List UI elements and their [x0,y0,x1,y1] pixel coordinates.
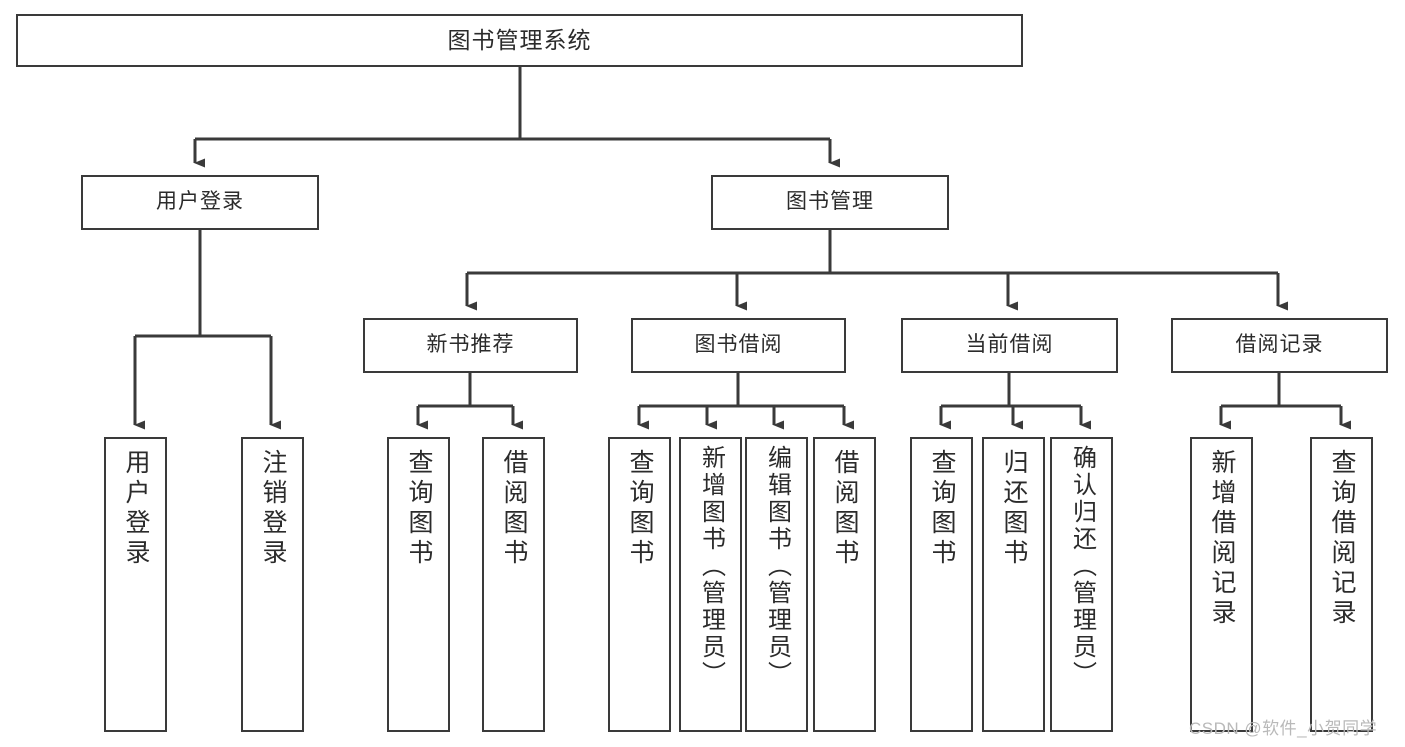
leaf-node-logout[interactable]: 注销登录 [241,437,304,732]
node-book-borrowing[interactable]: 图书借阅 [631,318,846,373]
node-label: 图书管理系统 [447,26,592,53]
node-root-book-management-system[interactable]: 图书管理系统 [16,14,1023,67]
node-label: 借阅记录 [1235,333,1324,357]
node-new-book-recommendation[interactable]: 新书推荐 [363,318,578,373]
leaf-node-query-books-borrow[interactable]: 查询图书 [608,437,671,732]
leaf-node-query-books-current[interactable]: 查询图书 [910,437,973,732]
leaf-node-borrow-books-rec[interactable]: 借阅图书 [482,437,545,732]
leaf-node-confirm-return-admin[interactable]: 确认归还（管理员） [1050,437,1113,732]
node-label: 用户登录 [122,449,150,569]
node-current-borrowing[interactable]: 当前借阅 [901,318,1118,373]
node-label: 当前借阅 [965,333,1054,357]
csdn-watermark: CSDN @软件_小贺同学 [1189,719,1378,738]
leaf-node-user-login[interactable]: 用户登录 [104,437,167,732]
node-label: 编辑图书（管理员） [763,445,791,688]
node-label: 查询借阅记录 [1328,449,1356,629]
node-label: 用户登录 [156,190,244,214]
node-label: 归还图书 [1000,449,1028,569]
leaf-node-return-books[interactable]: 归还图书 [982,437,1045,732]
node-label: 新增借阅记录 [1208,449,1236,629]
node-label: 图书管理 [786,190,874,214]
node-label: 新增图书（管理员） [697,445,725,688]
node-label: 新书推荐 [426,333,515,357]
leaf-node-add-borrow-record[interactable]: 新增借阅记录 [1190,437,1253,732]
leaf-node-query-books-rec[interactable]: 查询图书 [387,437,450,732]
node-borrowing-record[interactable]: 借阅记录 [1171,318,1388,373]
leaf-node-query-borrow-record[interactable]: 查询借阅记录 [1310,437,1373,732]
node-label: 图书借阅 [694,333,783,357]
node-label: 借阅图书 [831,449,859,569]
node-label: 借阅图书 [500,449,528,569]
node-label: 注销登录 [259,449,287,569]
node-book-management[interactable]: 图书管理 [711,175,949,230]
leaf-node-edit-book-admin[interactable]: 编辑图书（管理员） [745,437,808,732]
leaf-node-borrow-books-borrow[interactable]: 借阅图书 [813,437,876,732]
node-label: 确认归还（管理员） [1068,445,1096,688]
leaf-node-add-book-admin[interactable]: 新增图书（管理员） [679,437,742,732]
node-label: 查询图书 [405,449,433,569]
node-label: 查询图书 [626,449,654,569]
node-label: 查询图书 [928,449,956,569]
node-user-login[interactable]: 用户登录 [81,175,319,230]
